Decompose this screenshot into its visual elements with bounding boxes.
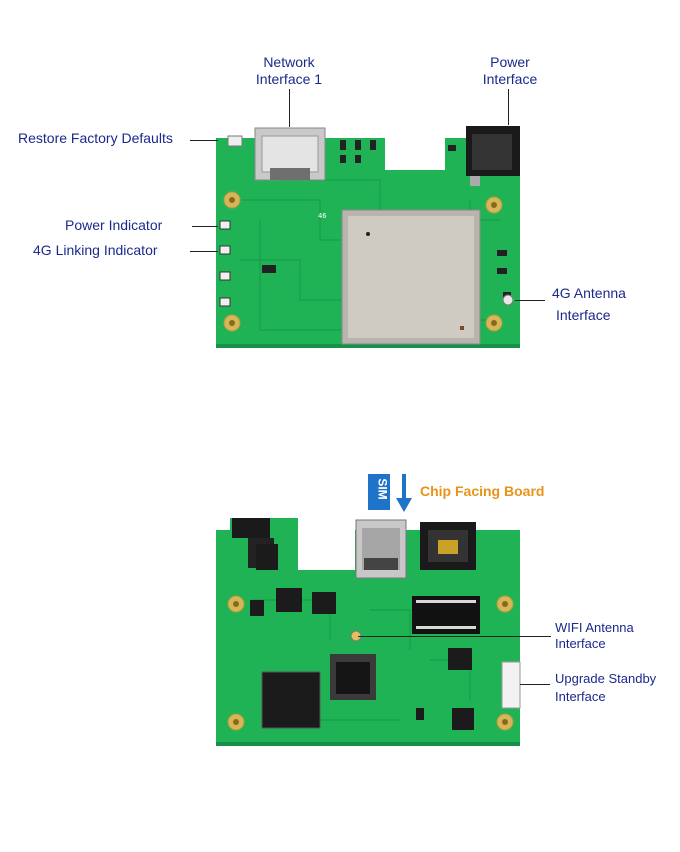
svg-text:46: 46 [318, 212, 326, 220]
restore-factory-defaults-label: Restore Factory Defaults [18, 130, 173, 146]
power-indicator-leader [192, 226, 218, 227]
wifi-antenna-leader [358, 636, 551, 637]
network-port [254, 127, 326, 181]
top-pcb-board: 46 [216, 126, 520, 348]
network-interface-leader [289, 89, 290, 127]
sim-tag: SIM [368, 474, 390, 510]
upgrade-standby-interface-label: Upgrade Standby Interface [555, 671, 657, 704]
network-interface-1-label: Network Interface 1 [255, 54, 323, 87]
upgrade-standby-leader [520, 684, 550, 685]
power-indicator-label: Power Indicator [65, 217, 163, 233]
wifi-antenna-interface-label: WIFI Antenna Interface [555, 620, 634, 651]
sim-holder [355, 519, 407, 579]
chip-facing-board-label: Chip Facing Board [420, 483, 545, 499]
power-jack [466, 126, 520, 186]
restore-leader [190, 140, 218, 141]
antenna-interface-4g-label: 4G Antenna Interface [552, 285, 626, 323]
linking-indicator-4g-label: 4G Linking Indicator [33, 242, 158, 258]
power-interface-label: Power Interface [482, 54, 538, 87]
antenna-interface-leader [515, 300, 545, 301]
rj45-bottom [420, 522, 476, 570]
insert-direction-arrow [396, 474, 412, 512]
linking-indicator-leader [190, 251, 218, 252]
power-interface-leader [508, 89, 509, 125]
bottom-pcb-board [216, 518, 521, 746]
lte-module [341, 209, 481, 345]
